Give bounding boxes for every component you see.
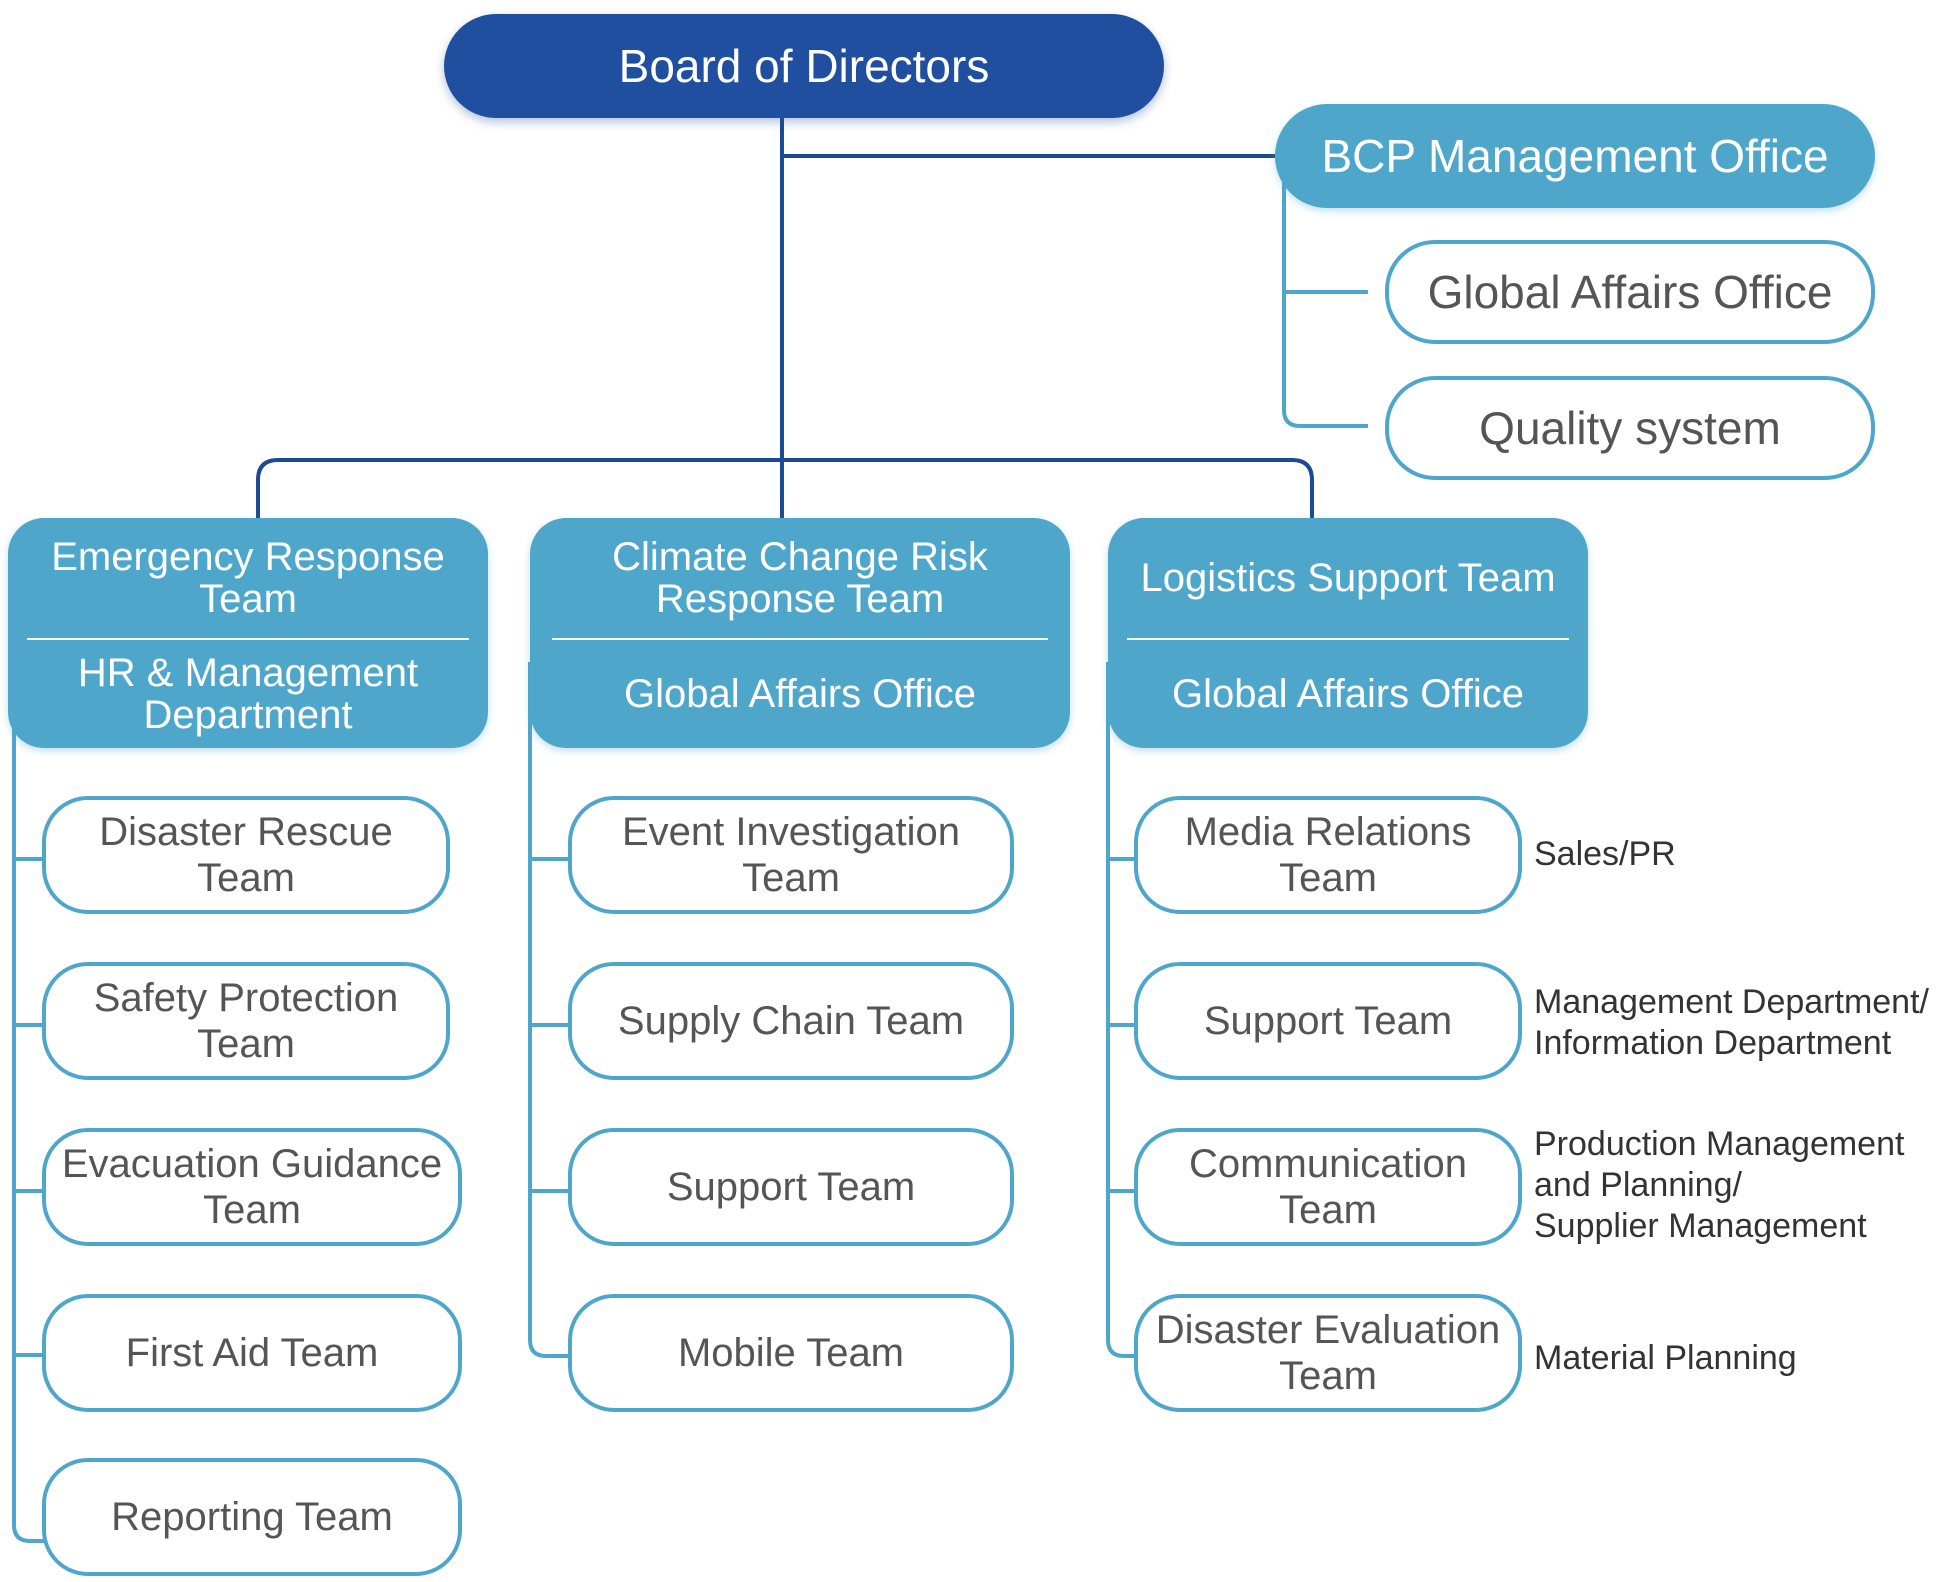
climate-support-team-node: Support Team (568, 1128, 1014, 1246)
global-affairs-office-node: Global Affairs Office (1385, 240, 1875, 344)
team2-ticks (530, 857, 570, 1193)
bcp-children-line (1282, 180, 1368, 428)
bcp-management-office-node: BCP Management Office (1275, 104, 1875, 208)
team-title: Emergency Response Team (51, 535, 445, 621)
safety-protection-team-node: Safety Protection Team (42, 962, 450, 1080)
team-department: HR & Management Department (77, 651, 419, 737)
communication-team-node: Communication Team (1134, 1128, 1522, 1246)
production-supplier-note: Production Management and Planning/ Supp… (1534, 1125, 1905, 1245)
board-connectors (256, 118, 1314, 520)
media-relations-team-node: Media Relations Team (1134, 796, 1522, 914)
team-title: Climate Change Risk Response Team (612, 535, 988, 621)
supply-chain-team-node: Supply Chain Team (568, 962, 1014, 1080)
logistics-support-sub-team-node: Support Team (1134, 962, 1522, 1080)
sales-pr-note: Sales/PR (1534, 835, 1676, 873)
logistics-support-team-node: Logistics Support Team Global Affairs Of… (1108, 518, 1588, 748)
divider (551, 638, 1049, 640)
quality-system-node: Quality system (1385, 376, 1875, 480)
divider (1127, 638, 1569, 640)
team1-vertical-line (12, 725, 44, 1543)
team3-vertical-line (1106, 662, 1138, 1358)
team1-ticks (14, 857, 44, 1357)
disaster-evaluation-team-node: Disaster Evaluation Team (1134, 1294, 1522, 1412)
teams-bus-line (256, 458, 1314, 520)
climate-change-risk-team-node: Climate Change Risk Response Team Global… (530, 518, 1070, 748)
first-aid-team-node: First Aid Team (42, 1294, 462, 1412)
mobile-team-node: Mobile Team (568, 1294, 1014, 1412)
emergency-response-team-node: Emergency Response Team HR & Management … (8, 518, 488, 748)
team-department: Global Affairs Office (623, 672, 977, 716)
management-information-note: Management Department/ Information Depar… (1534, 983, 1929, 1062)
team-title: Logistics Support Team (1140, 556, 1556, 600)
team2-vertical-line (528, 662, 570, 1358)
evacuation-guidance-team-node: Evacuation Guidance Team (42, 1128, 462, 1246)
reporting-team-node: Reporting Team (42, 1458, 462, 1576)
event-investigation-team-node: Event Investigation Team (568, 796, 1014, 914)
disaster-rescue-team-node: Disaster Rescue Team (42, 796, 450, 914)
material-planning-note: Material Planning (1534, 1339, 1797, 1377)
board-of-directors-node: Board of Directors (444, 14, 1164, 118)
team-connectors (12, 180, 1368, 1543)
divider (27, 638, 469, 640)
team3-ticks (1108, 857, 1138, 1193)
team-department: Global Affairs Office (1171, 672, 1525, 716)
